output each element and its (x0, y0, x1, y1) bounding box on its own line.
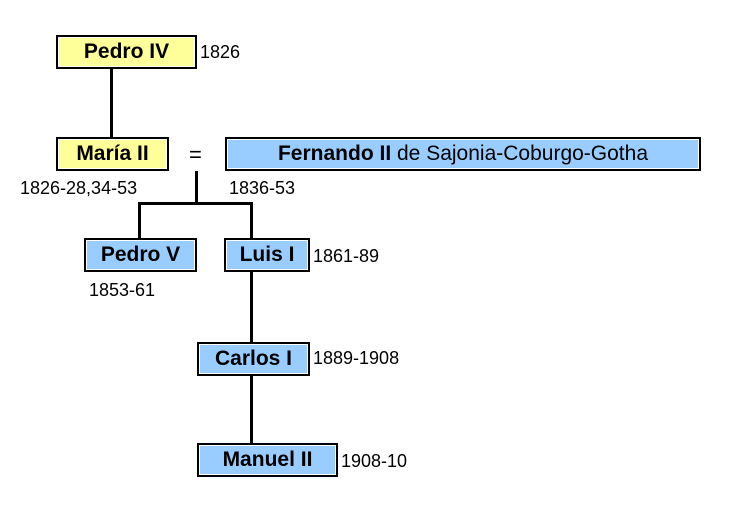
marriage-symbol: = (189, 142, 202, 167)
reign-carlos-i: 1889-1908 (313, 348, 400, 368)
person-fernando-ii: Fernando II de Sajonia-Coburgo-Gotha (225, 137, 701, 171)
person-carlos-i: Carlos I (197, 342, 310, 376)
reign-pedro-iv: 1826 (200, 42, 241, 62)
person-manuel-ii: Manuel II (197, 443, 338, 477)
line-pedro-iv-maria (110, 69, 113, 137)
person-luis-i: Luis I (224, 238, 310, 272)
reign-fernando-ii: 1836-53 (229, 178, 296, 198)
person-maria-ii: María II (56, 137, 169, 171)
line-children-horizontal (138, 202, 253, 205)
line-to-pedro-v (138, 202, 141, 239)
person-pedro-v: Pedro V (84, 238, 197, 272)
reign-pedro-v: 1853-61 (89, 280, 156, 300)
reign-maria-ii: 1826-28,34-53 (20, 178, 138, 198)
line-luis-carlos (250, 272, 253, 343)
line-carlos-manuel (250, 375, 253, 444)
reign-manuel-ii: 1908-10 (341, 451, 408, 471)
person-pedro-iv: Pedro IV (56, 35, 197, 69)
line-marriage-down (195, 171, 198, 205)
line-to-luis-i (250, 202, 253, 239)
reign-luis-i: 1861-89 (313, 246, 380, 266)
